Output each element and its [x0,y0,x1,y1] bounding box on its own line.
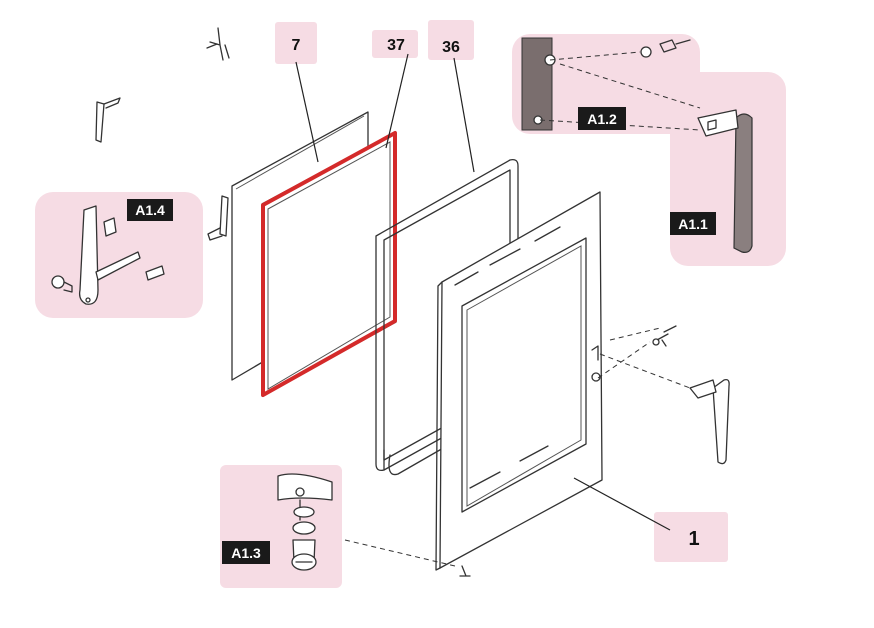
bottom-dashed-guide [344,539,456,567]
detail-a11-parts [697,109,753,253]
detail-tag-a11: A1.1 [678,216,708,232]
detail-tag-a12: A1.2 [587,111,617,127]
leader-37 [385,53,409,149]
gasket-37 [261,131,397,397]
leader-1 [573,477,671,531]
detail-tag-a14: A1.4 [135,202,165,218]
detail-a13-parts [277,473,333,571]
side-clip-part [207,195,229,241]
leader-7 [295,61,319,163]
handle-dashed-guide [597,327,691,389]
outer-door-1 [435,191,603,571]
door-handle-part [652,325,730,465]
detail-a12-parts [521,37,691,131]
bottom-screw-part [459,565,471,577]
hinge-bracket-part [95,97,121,143]
leader-36 [453,57,475,173]
a12-dashed-guide [539,51,701,131]
part-label-37: 37 [387,37,405,54]
label-bg-36 [428,20,474,60]
part-label-7: 7 [292,37,301,54]
label-bg-37 [372,30,418,58]
detail-a14-parts [51,205,165,305]
tag-bg-a13 [222,541,270,564]
tag-bg-a11 [670,212,716,235]
part-label-36: 36 [442,39,460,56]
latch-pin-part [206,27,230,61]
label-bg-7 [275,22,317,64]
label-bg-1 [654,512,728,562]
tag-bg-a14 [127,199,173,221]
part-label-1: 1 [688,528,699,550]
detail-bg-a14 [35,192,203,318]
tag-bg-a12 [578,107,626,130]
detail-tag-a13: A1.3 [231,545,261,561]
detail-bg-a11 [670,72,786,266]
